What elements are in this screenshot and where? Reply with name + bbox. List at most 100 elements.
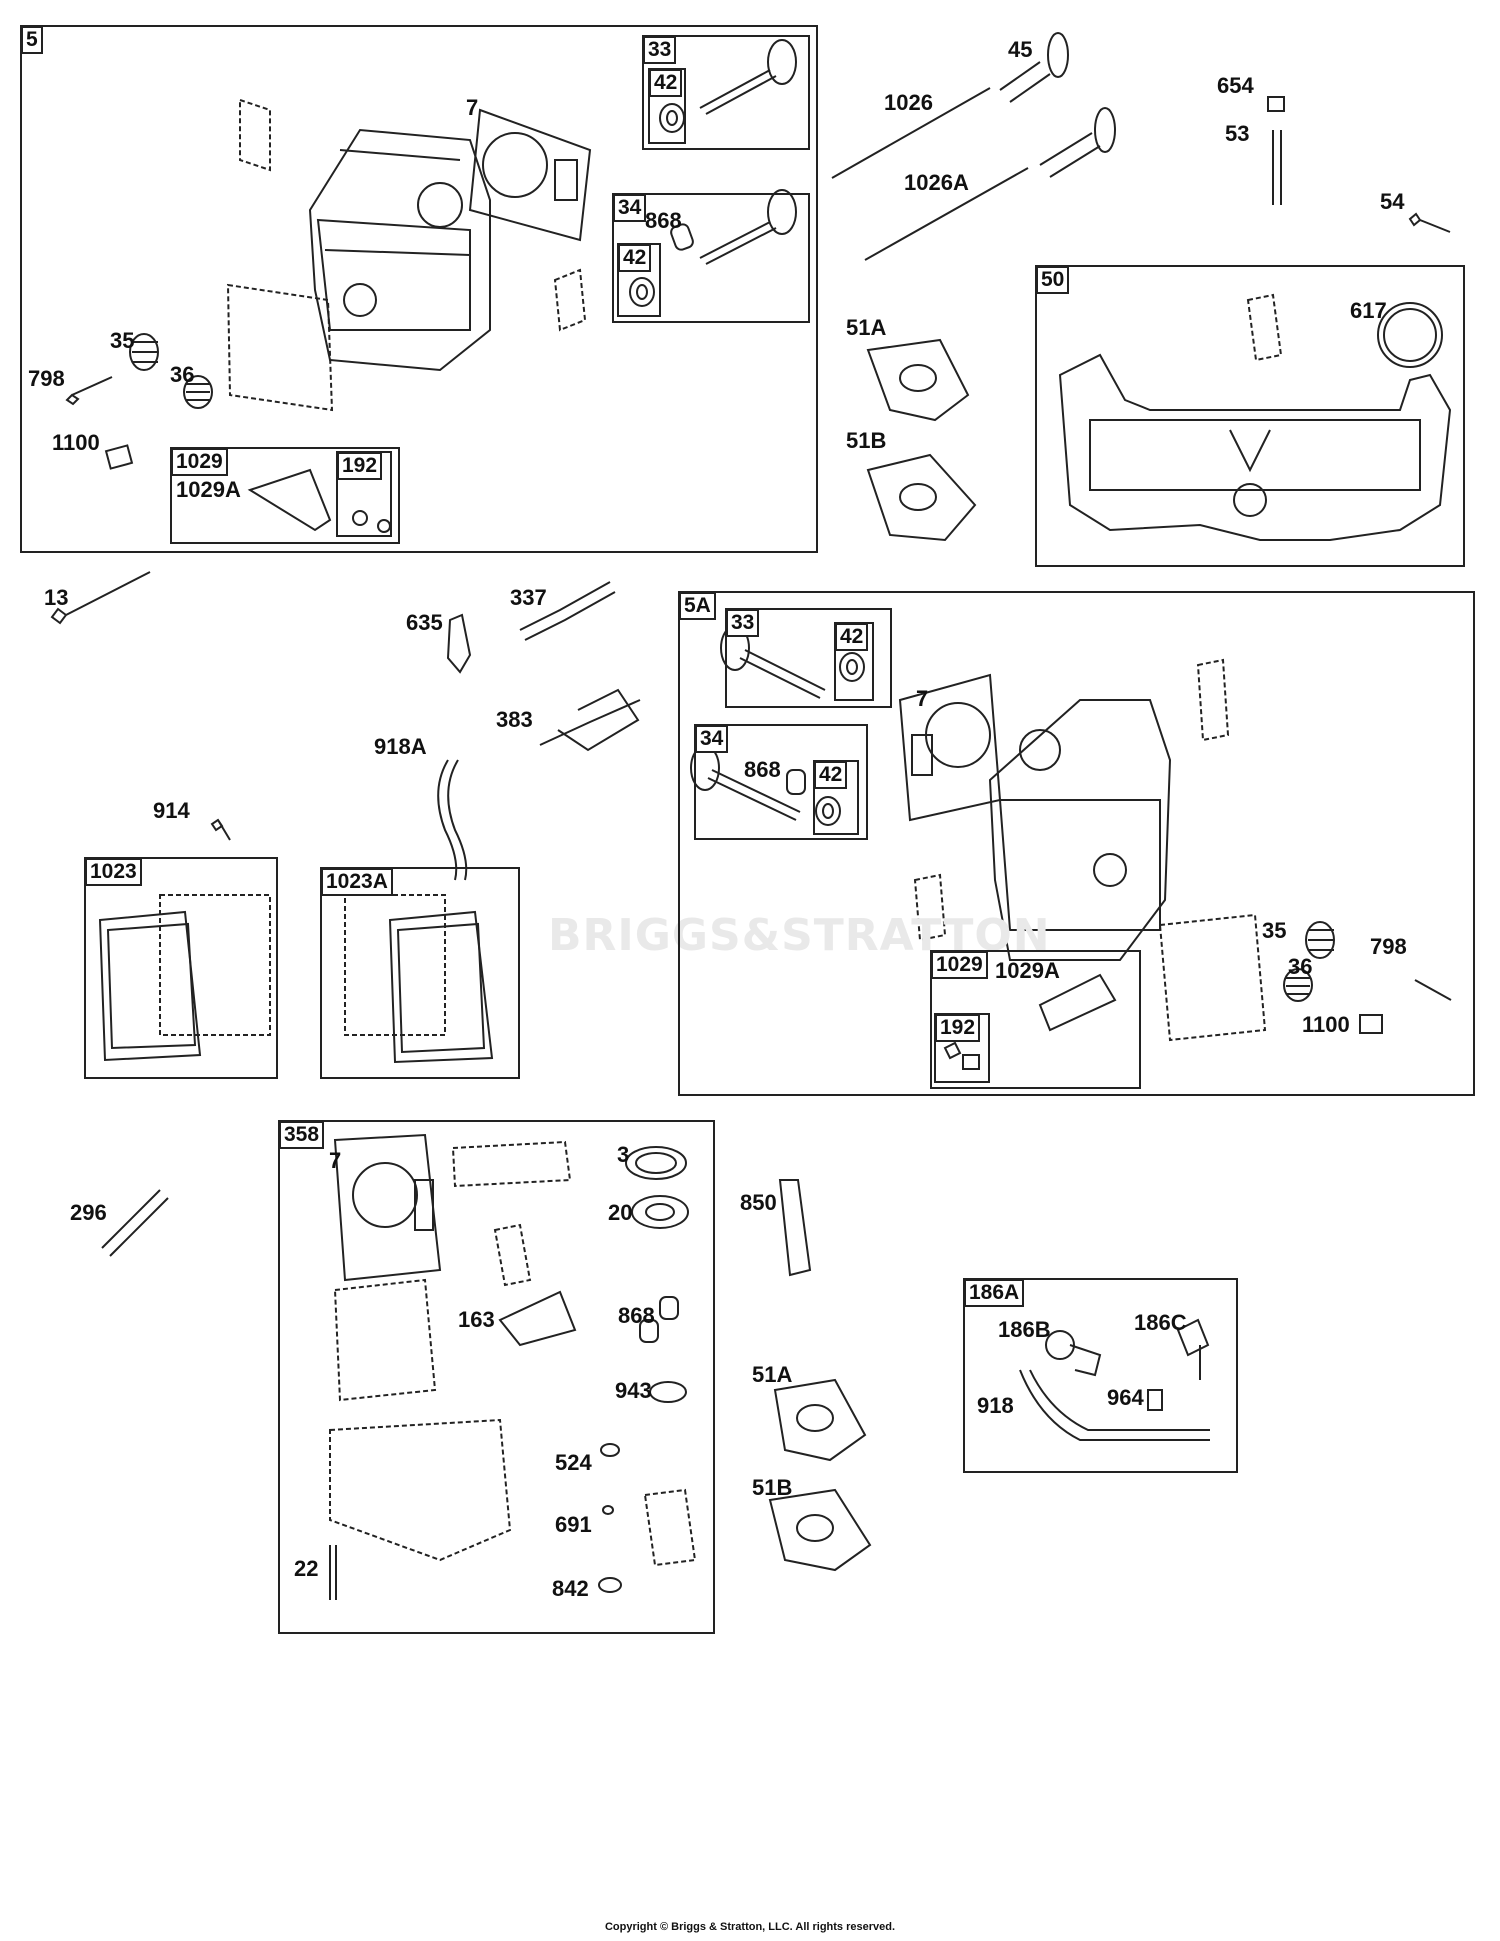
label-13: 13	[44, 585, 69, 610]
o-ring-691	[602, 1505, 614, 1515]
gasket-51A	[866, 338, 970, 422]
valve-33	[699, 39, 797, 115]
box-186A: 186A	[963, 1278, 1238, 1473]
label-850: 850	[740, 1190, 777, 1215]
label-35-5A: 35	[1262, 918, 1287, 943]
cylinder-head-illustration	[308, 128, 491, 372]
rocker-arm-5A	[1038, 973, 1117, 1032]
label-635: 635	[406, 610, 443, 635]
bolt-914	[210, 818, 231, 841]
box-1029-5A-tag: 1029	[931, 951, 988, 979]
gasket-5A-b	[1196, 658, 1230, 742]
box-1029-tag: 1029	[171, 448, 228, 476]
label-914: 914	[153, 798, 190, 823]
nut-1100b	[1359, 1014, 1383, 1034]
label-918: 918	[977, 1393, 1014, 1418]
tool-296	[101, 1189, 169, 1257]
box-33-tag: 33	[643, 36, 677, 64]
box-33-5A: 33	[725, 608, 892, 708]
box-192-5A-tag: 192	[935, 1014, 981, 1042]
box-358-tag: 358	[279, 1121, 325, 1149]
box-42d-tag: 42	[814, 761, 848, 789]
box-1029: 1029	[170, 447, 400, 544]
label-22: 22	[294, 1556, 319, 1581]
box-50-tag: 50	[1036, 266, 1070, 294]
box-186A-tag: 186A	[964, 1279, 1025, 1307]
label-964: 964	[1107, 1385, 1144, 1410]
valve-45	[999, 32, 1069, 103]
box-42c: 42	[834, 622, 874, 701]
rocker-arm	[247, 468, 332, 532]
gasket-51B	[866, 453, 977, 542]
head-gasket-358	[333, 1133, 442, 1282]
box-5: 5	[20, 25, 818, 553]
bolt-798	[65, 376, 113, 406]
gasket-51B-b	[768, 1488, 872, 1572]
valve-186B	[1045, 1330, 1102, 1377]
label-51B-bottom: 51B	[752, 1475, 793, 1500]
box-42d: 42	[813, 760, 859, 835]
spark-plug-337	[519, 581, 616, 641]
air-guide-illustration	[1058, 353, 1452, 541]
gasket-358-d	[329, 1418, 512, 1562]
o-ring-524	[600, 1443, 620, 1457]
box-1023A: 1023A	[320, 867, 520, 1079]
label-1100-5A: 1100	[1302, 1012, 1350, 1037]
label-7-5A: 7	[916, 686, 929, 711]
label-51B: 51B	[846, 428, 887, 453]
bolt-22	[329, 1545, 337, 1600]
nut-1100	[104, 444, 134, 470]
seal-20	[631, 1195, 689, 1229]
label-163: 163	[458, 1307, 495, 1332]
box-5A: 5A	[678, 591, 1475, 1096]
o-ring-943	[649, 1381, 687, 1403]
valve-spring-36	[183, 375, 213, 409]
bolt-54	[1408, 212, 1451, 233]
label-842: 842	[552, 1576, 589, 1601]
box-42b-tag: 42	[618, 244, 652, 272]
box-34-tag: 34	[613, 194, 647, 222]
label-53: 53	[1225, 121, 1250, 146]
guide-868c	[659, 1296, 679, 1320]
label-918A: 918A	[374, 734, 427, 759]
gasket-358-c	[333, 1278, 437, 1402]
hose-918A-b	[447, 759, 468, 881]
label-1029A: 1029A	[176, 477, 241, 502]
rocker-cover-1023A	[344, 894, 494, 1064]
label-36-5A: 36	[1288, 954, 1313, 979]
label-54: 54	[1380, 189, 1405, 214]
bolt-798b	[1414, 979, 1452, 1001]
keeper-42c	[839, 652, 865, 682]
label-654: 654	[1217, 73, 1254, 98]
box-192-5A: 192	[934, 1013, 990, 1083]
label-691: 691	[555, 1512, 592, 1537]
box-1023A-tag: 1023A	[321, 868, 393, 896]
hose-918	[1019, 1369, 1210, 1441]
gasket-163	[498, 1290, 577, 1347]
nut-192	[962, 1054, 980, 1070]
valve-spring-35b	[1305, 921, 1335, 959]
copyright-footer: Copyright © Briggs & Stratton, LLC. All …	[604, 1921, 896, 1933]
head-gasket-illustration	[468, 108, 592, 242]
label-868-358: 868	[618, 1303, 655, 1328]
nut-654	[1267, 96, 1285, 112]
push-rod-1026	[831, 87, 991, 179]
label-36: 36	[170, 362, 195, 387]
gasket-air	[1246, 293, 1283, 362]
box-1023-tag: 1023	[85, 858, 142, 886]
valve-guide-868b	[786, 769, 806, 795]
valve-spring-35	[129, 333, 159, 371]
box-34-5A: 34	[694, 724, 868, 840]
label-186C: 186C	[1134, 1310, 1187, 1335]
label-943: 943	[615, 1378, 652, 1403]
label-3: 3	[617, 1142, 630, 1167]
box-42b: 42	[617, 243, 661, 317]
label-7-358: 7	[329, 1148, 342, 1173]
box-50: 50	[1035, 265, 1465, 567]
label-524: 524	[555, 1450, 592, 1475]
gasket-5A	[1158, 913, 1267, 1042]
cap-964	[1147, 1389, 1163, 1411]
box-34: 34	[612, 193, 810, 323]
seal-617	[1377, 302, 1443, 368]
